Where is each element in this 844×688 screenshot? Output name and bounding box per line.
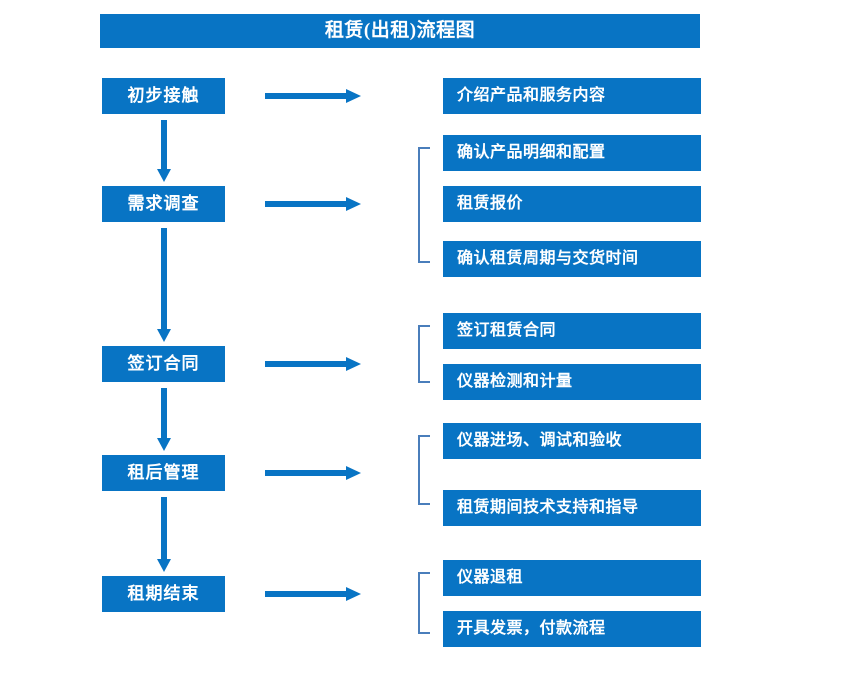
vertical-arrow-4 [157, 497, 171, 572]
page-title: 租赁(出租)流程图 [100, 14, 700, 48]
arrow-shaft [265, 361, 348, 367]
detail-box-rental-quotation[interactable]: 租赁报价 [443, 186, 701, 222]
arrow-head-down-icon [157, 329, 171, 342]
detail-box-invoice-payment[interactable]: 开具发票，付款流程 [443, 611, 701, 647]
group-bracket-rental-end [418, 572, 430, 634]
stage-box-rental-end[interactable]: 租期结束 [102, 576, 225, 612]
detail-box-technical-support[interactable]: 租赁期间技术支持和指导 [443, 490, 701, 526]
horizontal-arrow-3 [265, 357, 361, 371]
arrow-shaft [265, 470, 348, 476]
group-bracket-needs-survey [418, 147, 430, 263]
detail-box-confirm-rental-period[interactable]: 确认租赁周期与交货时间 [443, 241, 701, 277]
horizontal-arrow-2 [265, 197, 361, 211]
arrow-shaft [161, 120, 167, 169]
vertical-arrow-1 [157, 120, 171, 182]
arrow-head-down-icon [157, 559, 171, 572]
arrow-head-right-icon [346, 357, 361, 371]
arrow-shaft [265, 201, 348, 207]
arrow-shaft [161, 497, 167, 559]
arrow-shaft [265, 93, 348, 99]
arrow-shaft [265, 591, 348, 597]
arrow-head-down-icon [157, 169, 171, 182]
stage-box-sign-contract[interactable]: 签订合同 [102, 346, 225, 382]
stage-box-post-rental-management[interactable]: 租后管理 [102, 455, 225, 491]
arrow-head-right-icon [346, 587, 361, 601]
stage-box-initial-contact[interactable]: 初步接触 [102, 78, 225, 114]
group-bracket-sign-contract [418, 325, 430, 383]
stage-box-needs-survey[interactable]: 需求调查 [102, 186, 225, 222]
arrow-shaft [161, 388, 167, 438]
detail-box-introduce-products[interactable]: 介绍产品和服务内容 [443, 78, 701, 114]
arrow-shaft [161, 228, 167, 329]
vertical-arrow-2 [157, 228, 171, 342]
arrow-head-right-icon [346, 466, 361, 480]
arrow-head-right-icon [346, 89, 361, 103]
group-bracket-post-rental [418, 435, 430, 505]
vertical-arrow-3 [157, 388, 171, 451]
detail-box-instrument-arrival[interactable]: 仪器进场、调试和验收 [443, 423, 701, 459]
arrow-head-right-icon [346, 197, 361, 211]
horizontal-arrow-4 [265, 466, 361, 480]
detail-box-sign-rental-contract[interactable]: 签订租赁合同 [443, 313, 701, 349]
horizontal-arrow-5 [265, 587, 361, 601]
detail-box-instrument-return[interactable]: 仪器退租 [443, 560, 701, 596]
detail-box-instrument-inspection[interactable]: 仪器检测和计量 [443, 364, 701, 400]
detail-box-confirm-product-details[interactable]: 确认产品明细和配置 [443, 135, 701, 171]
horizontal-arrow-1 [265, 89, 361, 103]
arrow-head-down-icon [157, 438, 171, 451]
